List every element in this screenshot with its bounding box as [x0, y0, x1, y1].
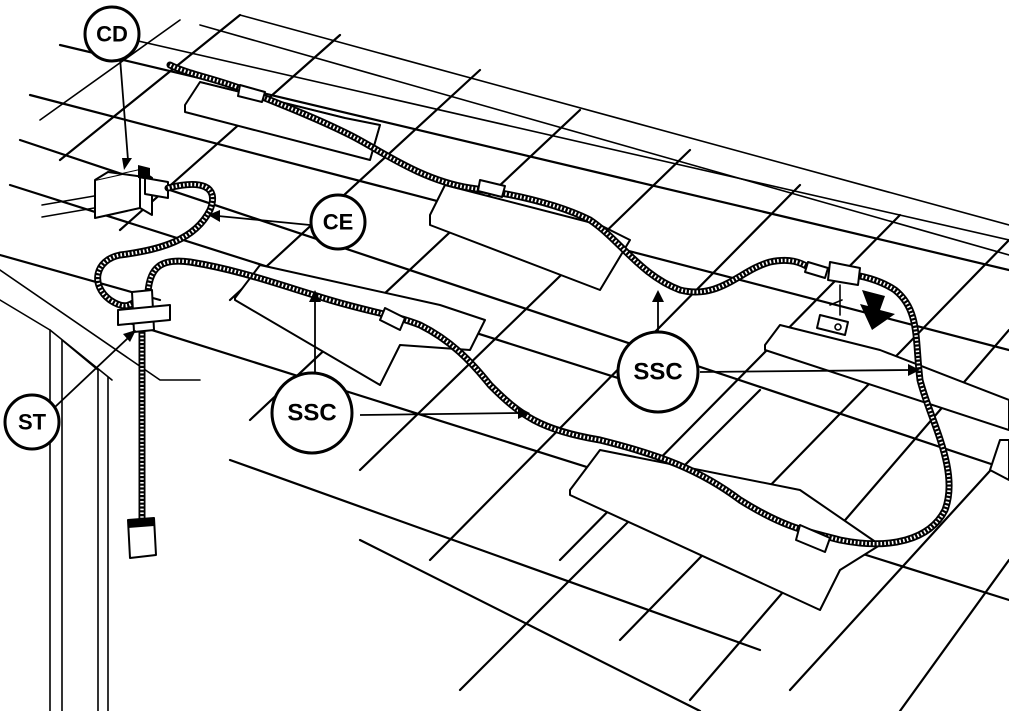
splitter-tee: [117, 289, 171, 559]
callout-ce-label: CE: [323, 210, 354, 235]
cable-connectors: [237, 84, 831, 553]
callout-st: ST: [3, 393, 61, 451]
callout-ce: CE: [309, 193, 367, 251]
callout-cd-label: CD: [96, 22, 128, 47]
light-fixture-6: [989, 439, 1009, 481]
callout-ssc-left-label: SSC: [287, 400, 336, 427]
leader-lines: [54, 57, 920, 419]
install-arrow-icon: [860, 290, 895, 330]
light-fixture-3: [234, 264, 486, 386]
wall-panel: [0, 269, 201, 711]
callout-ssc-left: SSC: [270, 371, 354, 455]
light-fixture-1: [184, 81, 381, 161]
light-fixture-5: [764, 324, 1009, 431]
callout-ssc-right: SSC: [616, 330, 700, 414]
conduit-pipe: [41, 194, 101, 218]
ceiling-bracket: [816, 261, 861, 336]
light-fixture-4: [569, 449, 881, 611]
callout-st-label: ST: [18, 410, 47, 435]
callout-cd: CD: [83, 5, 141, 63]
callout-ssc-right-label: SSC: [633, 359, 682, 386]
junction-box: [94, 165, 169, 219]
